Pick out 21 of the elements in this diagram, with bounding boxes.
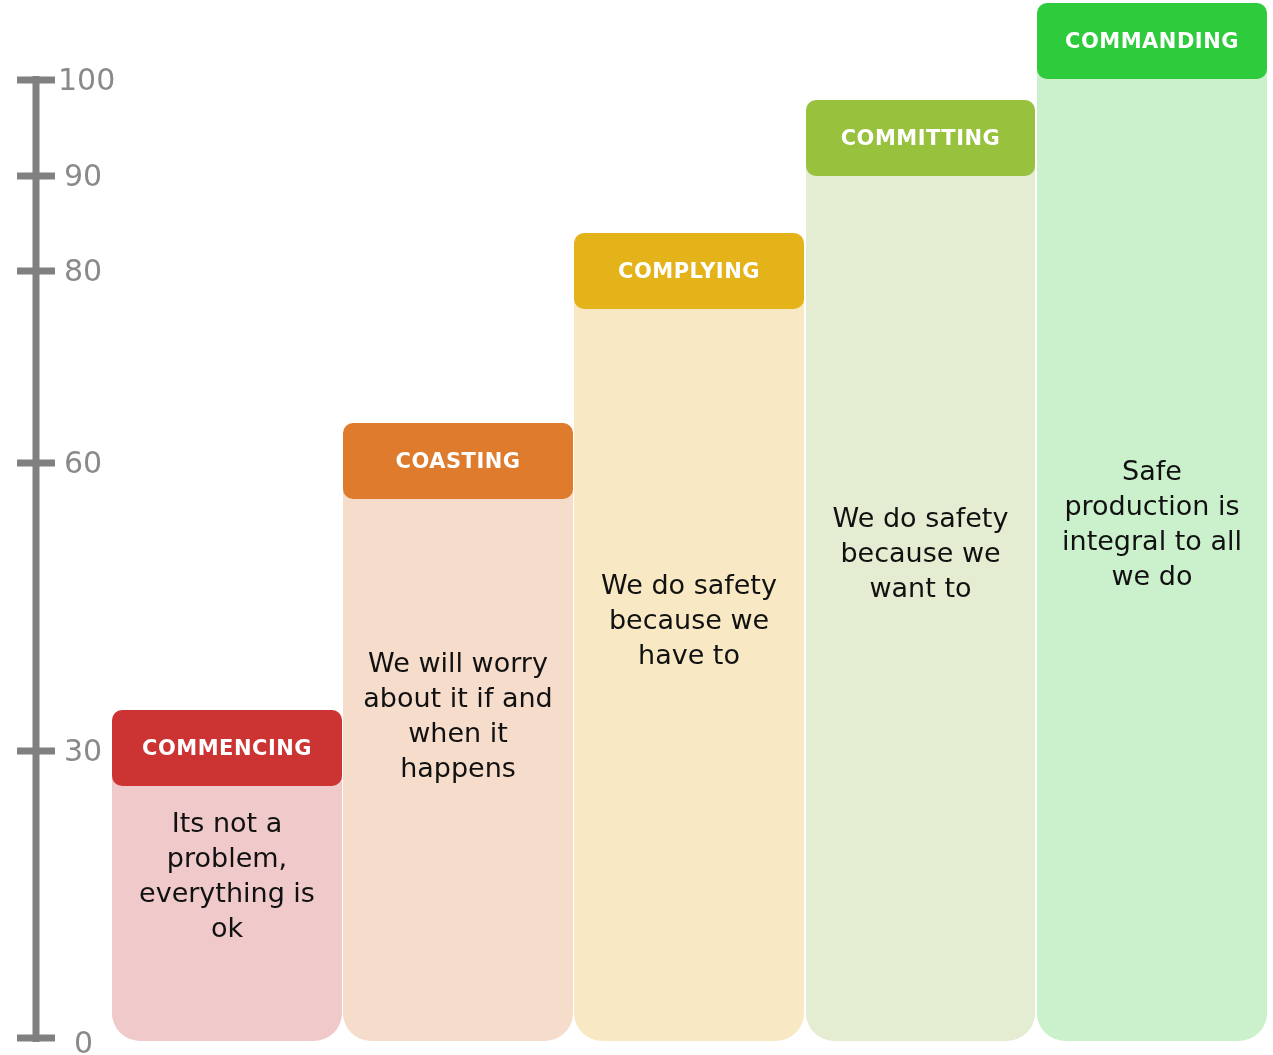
level-column <box>112 710 342 1041</box>
level-column <box>1037 3 1267 1041</box>
level-title: COMPLYING <box>574 233 804 309</box>
tick-label: 60 <box>64 448 103 478</box>
level-title: COMMITTING <box>806 100 1035 176</box>
level-description: We will worry about it if and when it happens <box>362 646 554 785</box>
tick-label: 100 <box>58 65 116 95</box>
level-description: Safe production is integral to all we do <box>1061 454 1243 593</box>
level-description: We do safety because we want to <box>831 501 1010 605</box>
level-description: Its not a problem, everything is ok <box>138 806 316 945</box>
level-title: COASTING <box>343 423 573 499</box>
level-column <box>806 100 1035 1041</box>
level-title: COMMANDING <box>1037 3 1267 79</box>
tick-label: 0 <box>74 1028 94 1055</box>
level-title: COMMENCING <box>112 710 342 786</box>
level-column <box>574 233 804 1041</box>
level-description: We do safety because we have to <box>600 568 778 672</box>
level-column <box>343 423 573 1041</box>
tick-label: 80 <box>64 256 103 286</box>
tick-label: 30 <box>64 736 103 766</box>
tick-label: 90 <box>64 161 103 191</box>
